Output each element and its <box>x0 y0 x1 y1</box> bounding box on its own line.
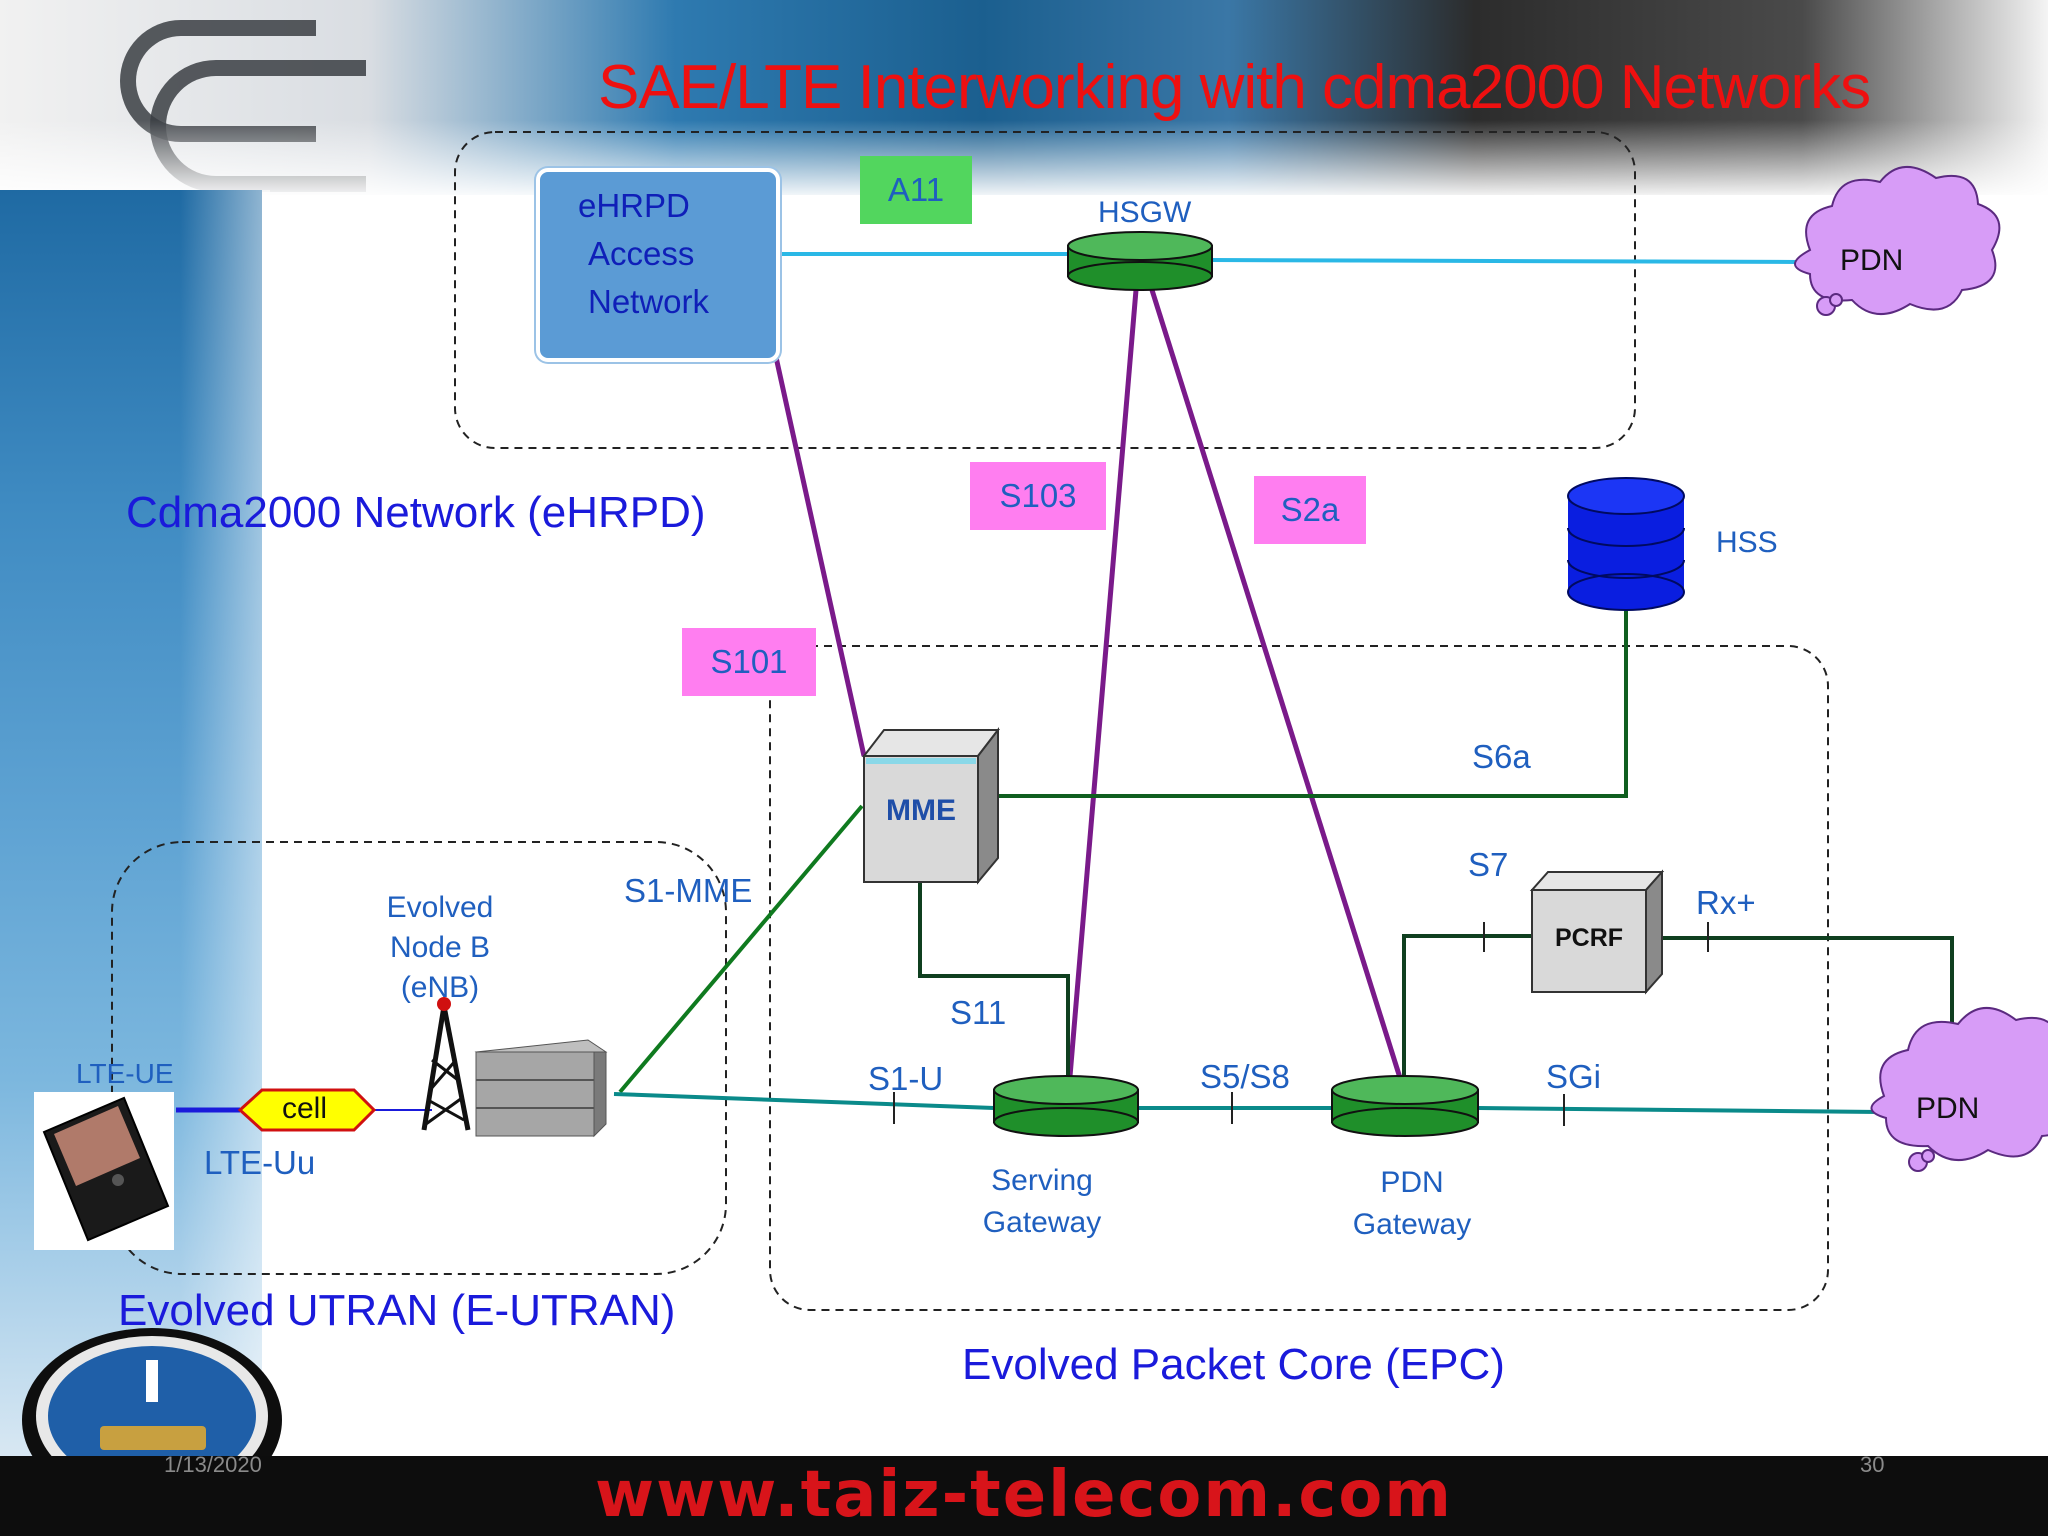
tower-photo-fade <box>180 190 270 1460</box>
s1-mme-label: S1-MME <box>624 872 753 909</box>
link-hsgw-pdn <box>1209 258 1801 264</box>
a11-tag: A11 <box>860 156 972 224</box>
hss-database-icon <box>1567 477 1685 611</box>
link-sgi <box>1477 1106 1881 1114</box>
banner-fade <box>0 120 2048 200</box>
cdma-region-outline <box>454 131 1636 449</box>
serving-gateway-label: Serving Gateway <box>983 1160 1101 1244</box>
footer-website-url: www.taiz-telecom.com <box>595 1458 1453 1532</box>
pdn-cloud-top <box>1794 165 2001 316</box>
serving-gateway-node <box>993 1075 1139 1137</box>
s101-tag: S101 <box>682 628 816 696</box>
eutran-region-outline <box>111 841 727 1275</box>
link-s103 <box>1065 289 1139 1101</box>
pcrf-label: PCRF <box>1554 924 1624 952</box>
link-s7 <box>1402 934 1532 1090</box>
footer-bar <box>0 1456 2048 1536</box>
enb-line-1: Evolved <box>386 891 494 924</box>
cdma-region-label: Cdma2000 Network (eHRPD) <box>126 488 706 537</box>
lte-ue-label: LTE-UE <box>76 1058 174 1089</box>
serving-gw-line-2: Gateway <box>982 1206 1102 1239</box>
ehrpd-line-2: Access <box>588 235 695 272</box>
mme-label: MME <box>886 794 956 827</box>
s6a-label: S6a <box>1472 738 1531 775</box>
link-s101 <box>771 347 867 757</box>
enb-rack-icon <box>474 1039 608 1138</box>
hsgw-label: HSGW <box>1098 196 1192 229</box>
enb-line-3: (eNB) <box>400 971 480 1004</box>
footer-page-number: 30 <box>1860 1452 1885 1477</box>
lte-uu-label: LTE-Uu <box>204 1144 316 1181</box>
ehrpd-line-1: eHRPD <box>578 187 690 224</box>
eutran-region-label: Evolved UTRAN (E-UTRAN) <box>118 1286 676 1335</box>
ehrpd-access-network-label: eHRPD Access Network <box>578 182 709 326</box>
s5s8-label: S5/S8 <box>1200 1058 1290 1095</box>
slide-title: SAE/LTE Interworking with cdma2000 Netwo… <box>598 53 1871 122</box>
link-s1u <box>613 1092 995 1110</box>
enb-line-2: Node B <box>389 931 491 964</box>
ehrpd-line-3: Network <box>588 283 710 320</box>
mme-node-box <box>861 727 1001 885</box>
s2a-tag: S2a <box>1254 476 1366 544</box>
epc-region-outline <box>769 645 1829 1311</box>
enb-label: Evolved Node B (eNB) <box>387 888 494 1008</box>
s11-label: S11 <box>950 994 1007 1031</box>
pdn-right-label: PDN <box>1916 1092 1980 1125</box>
enb-tower-icon <box>421 997 471 1131</box>
phone-icon <box>34 1092 174 1250</box>
link-s1mme <box>618 804 864 1094</box>
pcrf-node-box <box>1529 869 1665 995</box>
pdn-gw-line-2: Gateway <box>1352 1208 1472 1241</box>
pdn-gateway-node <box>1331 1075 1479 1137</box>
hsgw-node <box>1067 231 1213 291</box>
pdn-top-label: PDN <box>1840 244 1904 277</box>
pdn-gateway-label: PDN Gateway <box>1353 1162 1471 1246</box>
footer-date: 1/13/2020 <box>164 1452 262 1477</box>
ehrpd-access-network-box <box>536 168 780 362</box>
sgi-label: SGi <box>1546 1058 1602 1095</box>
pdn-cloud-right <box>1870 1006 2048 1172</box>
hss-label: HSS <box>1716 526 1778 559</box>
link-s2a <box>1149 289 1415 1117</box>
s7-label: S7 <box>1468 846 1509 883</box>
link-s6a <box>996 606 1628 798</box>
cell-hexagon <box>237 1088 377 1132</box>
epc-region-label: Evolved Packet Core (EPC) <box>962 1340 1505 1389</box>
cell-label: cell <box>282 1092 328 1125</box>
s103-tag: S103 <box>970 462 1106 530</box>
rx-label: Rx+ <box>1696 884 1756 921</box>
pdn-gw-line-1: PDN <box>1380 1166 1444 1199</box>
serving-gw-line-1: Serving <box>991 1164 1093 1197</box>
link-s11 <box>918 878 1070 1090</box>
s1-u-label: S1-U <box>868 1060 944 1097</box>
